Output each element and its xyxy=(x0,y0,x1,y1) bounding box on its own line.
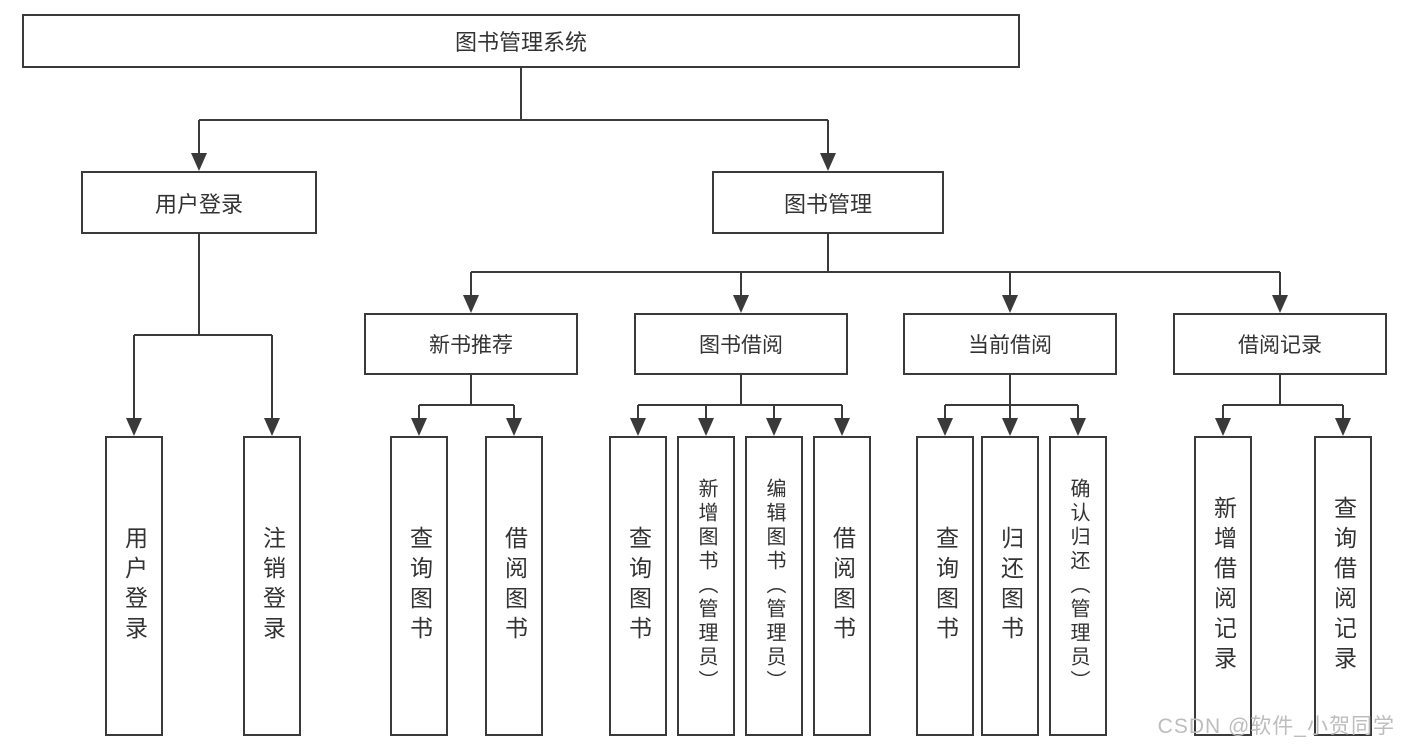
leaf-label: 查询图书 xyxy=(625,526,652,646)
node-book-management: 图书管理 xyxy=(712,171,944,234)
leaf-label: 用户登录 xyxy=(121,526,148,646)
leaf-add-book-admin: 新增图书（管理员） xyxy=(677,436,735,736)
leaf-label: 确认归还（管理员） xyxy=(1067,478,1089,694)
csdn-watermark: CSDN @软件_小贺同学 xyxy=(1157,715,1395,738)
leaf-query-books-recommend: 查询图书 xyxy=(390,436,448,736)
node-label: 新书推荐 xyxy=(429,334,513,357)
leaf-add-borrow-record: 新增借阅记录 xyxy=(1194,436,1252,736)
leaf-label: 查询借阅记录 xyxy=(1330,496,1357,676)
leaf-label: 借阅图书 xyxy=(829,526,856,646)
leaf-label: 新增图书（管理员） xyxy=(695,478,717,694)
node-current-borrowing: 当前借阅 xyxy=(903,313,1117,375)
node-new-book-recommendation: 新书推荐 xyxy=(364,313,578,375)
leaf-confirm-return-admin: 确认归还（管理员） xyxy=(1049,436,1107,736)
leaf-edit-book-admin: 编辑图书（管理员） xyxy=(745,436,803,736)
leaf-borrow-books-recommend: 借阅图书 xyxy=(485,436,543,736)
leaf-label: 借阅图书 xyxy=(501,526,528,646)
node-label: 用户登录 xyxy=(154,191,243,217)
node-book-borrowing: 图书借阅 xyxy=(634,313,848,375)
node-user-login: 用户登录 xyxy=(81,171,317,234)
leaf-query-borrow-record: 查询借阅记录 xyxy=(1314,436,1372,736)
node-label: 图书管理 xyxy=(783,191,872,217)
node-label: 当前借阅 xyxy=(968,334,1052,357)
leaf-return-book: 归还图书 xyxy=(981,436,1039,736)
node-borrowing-records: 借阅记录 xyxy=(1173,313,1387,375)
leaf-query-books-current: 查询图书 xyxy=(916,436,974,736)
leaf-query-books-borrowing: 查询图书 xyxy=(609,436,667,736)
leaf-borrow-books: 借阅图书 xyxy=(813,436,871,736)
leaf-label: 查询图书 xyxy=(932,526,959,646)
leaf-label: 注销登录 xyxy=(259,526,286,646)
leaf-user-login: 用户登录 xyxy=(105,436,163,736)
leaf-label: 新增借阅记录 xyxy=(1210,496,1237,676)
node-label: 图书借阅 xyxy=(699,334,783,357)
leaf-label: 归还图书 xyxy=(997,526,1024,646)
leaf-label: 编辑图书（管理员） xyxy=(763,478,785,694)
node-label: 图书管理系统 xyxy=(454,30,587,55)
node-library-management-system: 图书管理系统 xyxy=(22,14,1020,68)
leaf-logout: 注销登录 xyxy=(243,436,301,736)
leaf-label: 查询图书 xyxy=(406,526,433,646)
node-label: 借阅记录 xyxy=(1238,334,1322,357)
